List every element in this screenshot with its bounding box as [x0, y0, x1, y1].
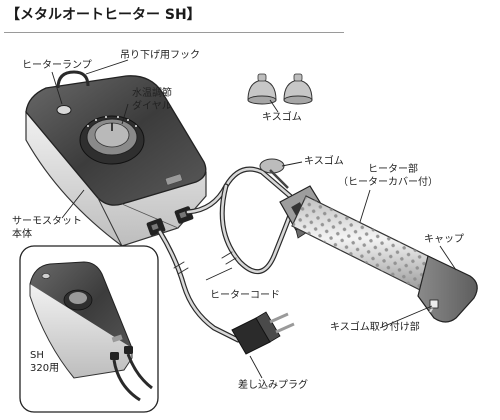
label-dial-line1: 水温調節	[132, 88, 172, 99]
label-suction-cup-mount: キスゴム取り付け部	[330, 322, 420, 333]
label-suction-cups: キスゴム	[262, 112, 302, 123]
thermostat-body	[25, 70, 207, 247]
heater-lamp	[56, 105, 72, 115]
brand-logo	[165, 173, 183, 186]
label-thermostat-line1: サーモスタット	[12, 216, 82, 227]
label-heater-lamp: ヒーターランプ	[22, 60, 92, 71]
suction-cups-pair	[247, 73, 313, 105]
label-dial-line2: ダイヤル	[132, 101, 172, 112]
hanging-hook	[56, 70, 90, 89]
label-heater-part-line2: （ヒーターカバー付）	[338, 177, 438, 188]
suction-cup-mount	[429, 299, 439, 309]
heater-suction-cup	[259, 158, 289, 189]
heater-cap	[417, 255, 478, 323]
label-model-line2: 320用	[30, 363, 60, 374]
title-underline	[4, 32, 344, 33]
inset-sh320	[19, 245, 159, 413]
diagram-title: 【メタルオートヒーター SH】	[6, 7, 201, 23]
heater-unit	[259, 158, 478, 323]
label-heater-part-line1: ヒーター部	[368, 164, 418, 175]
cords	[157, 166, 295, 343]
label-thermostat-line2: 本体	[12, 229, 32, 240]
label-power-plug: 差し込みプラグ	[238, 380, 308, 391]
leader-lines	[51, 59, 457, 379]
label-heater-cord: ヒーターコード	[210, 290, 280, 301]
temperature-dial	[79, 115, 145, 165]
label-heater-suction-cup: キスゴム	[304, 156, 344, 167]
label-hanging-hook: 吊り下げ用フック	[120, 50, 200, 61]
label-cap: キャップ	[424, 234, 464, 245]
label-model-line1: SH	[30, 350, 44, 361]
power-plug	[231, 311, 295, 355]
